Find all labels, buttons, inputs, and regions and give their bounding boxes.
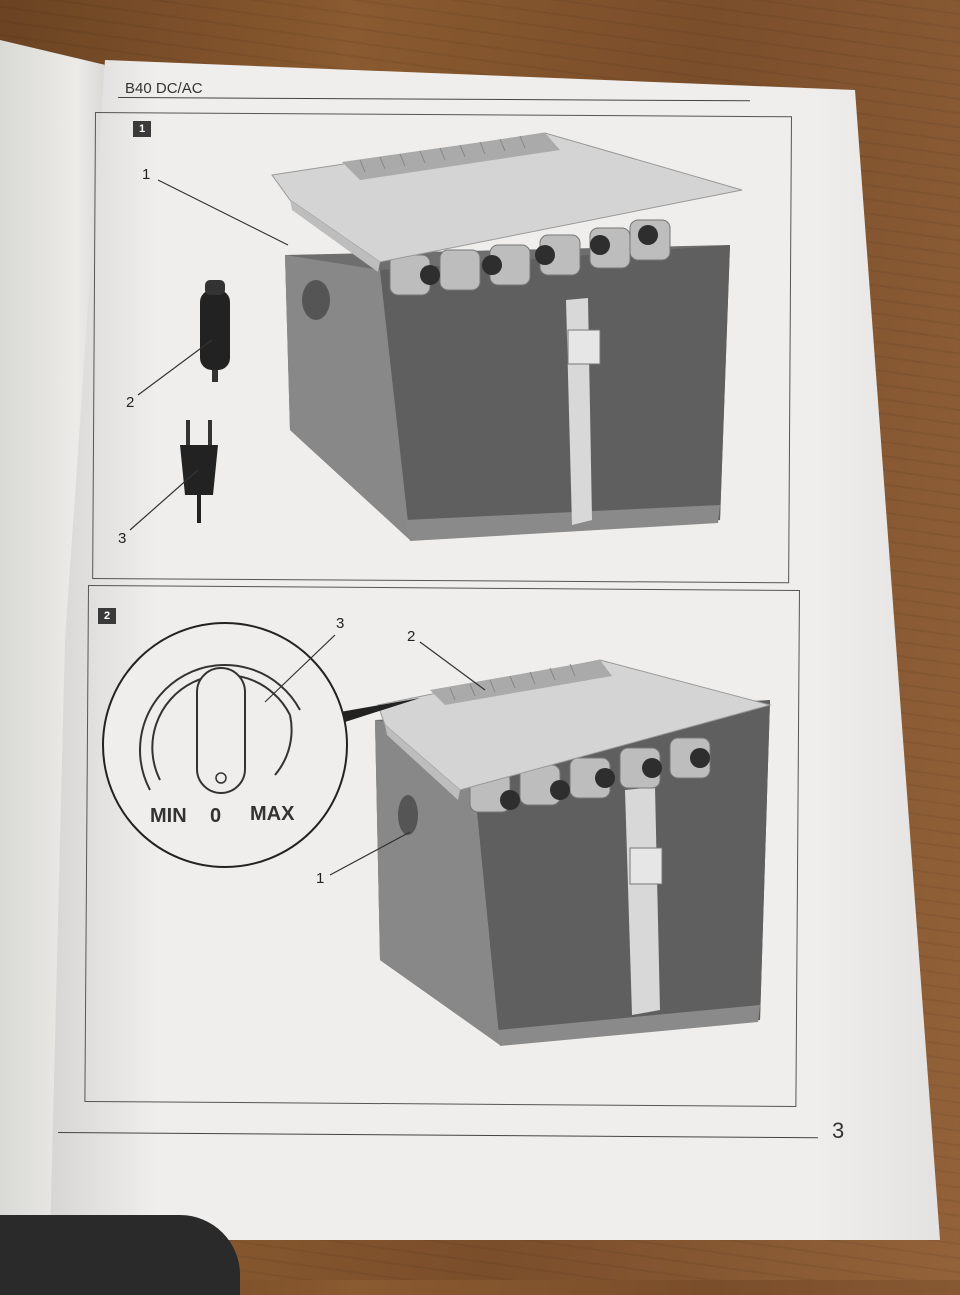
figure-1-callout-3: 3 xyxy=(118,530,127,547)
mains-plug-icon xyxy=(180,420,218,523)
figure-1-callout-2: 2 xyxy=(126,394,135,411)
model-title: B40 DC/AC xyxy=(125,80,203,97)
figure-2-badge: 2 xyxy=(98,608,116,624)
cooler-lid-2 xyxy=(377,659,772,800)
dial-max-label: MAX xyxy=(250,803,295,825)
figure-1-badge: 1 xyxy=(133,121,151,137)
dial-min-label: MIN xyxy=(150,805,187,827)
page-number: 3 xyxy=(832,1118,845,1143)
figure-2-callout-3: 3 xyxy=(336,615,345,632)
figure-2-callout-1: 1 xyxy=(316,870,325,887)
cooler-lid xyxy=(271,132,743,272)
figure-1-callout-1: 1 xyxy=(142,166,151,183)
thermostat-dial-inset xyxy=(102,622,420,868)
car-plug-icon xyxy=(200,280,230,382)
dial-zero-label: 0 xyxy=(210,805,222,827)
bottles xyxy=(389,219,671,296)
cooler-body xyxy=(285,245,730,541)
figure-2-callout-2: 2 xyxy=(407,628,416,645)
dial-knob xyxy=(196,667,246,794)
